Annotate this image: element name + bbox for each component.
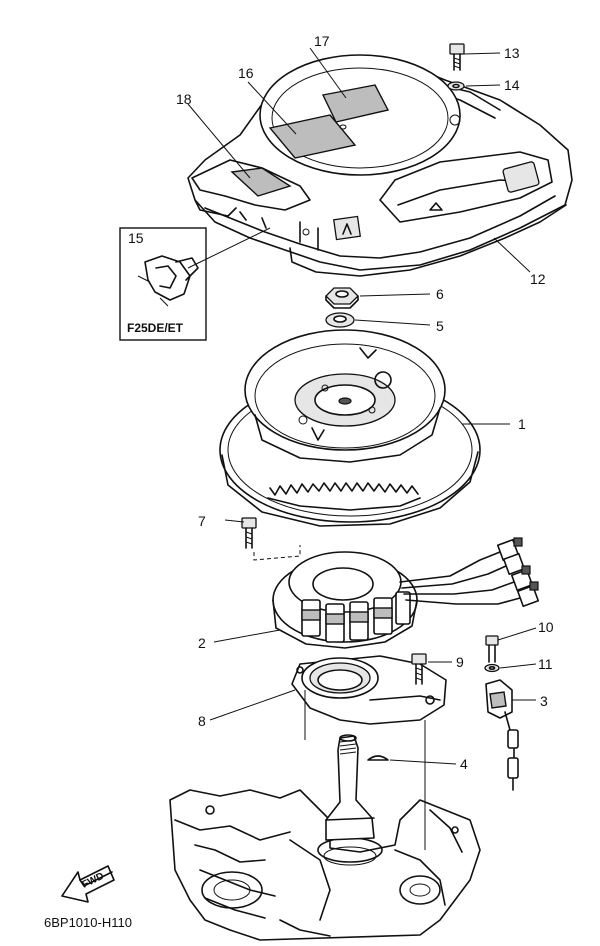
base-bolt <box>411 653 427 685</box>
powerhead <box>169 789 481 941</box>
pulser-coil <box>485 679 519 791</box>
callout-15: 15 <box>128 230 144 246</box>
callout-numbers: 1 2 3 4 5 6 7 8 9 10 11 12 13 14 15 16 1… <box>128 33 554 772</box>
callout-8: 8 <box>198 713 206 729</box>
callout-6: 6 <box>436 286 444 302</box>
stator-coil <box>272 537 540 649</box>
callout-1: 1 <box>518 416 526 432</box>
callout-13: 13 <box>504 45 520 61</box>
cover-bolt <box>449 43 465 71</box>
callout-18: 18 <box>176 91 192 107</box>
callout-10: 10 <box>538 619 554 635</box>
callout-12: 12 <box>530 271 546 287</box>
woodruff-key <box>367 755 389 761</box>
callout-3: 3 <box>540 693 548 709</box>
stator-base <box>291 655 447 725</box>
flywheel <box>219 329 481 527</box>
fwd-arrow: FWD <box>61 865 115 903</box>
callout-5: 5 <box>436 318 444 334</box>
stator-bolt <box>241 517 257 549</box>
pulser-bolt <box>485 635 499 663</box>
callout-16: 16 <box>238 65 254 81</box>
callout-17: 17 <box>314 33 330 49</box>
callout-4: 4 <box>460 756 468 772</box>
callout-14: 14 <box>504 77 520 93</box>
callout-9: 9 <box>456 654 464 670</box>
diagram-code: 6BP1010-H110 <box>44 915 132 930</box>
callout-2: 2 <box>198 635 206 651</box>
flywheel-nut <box>325 287 359 309</box>
inset-label: F25DE/ET <box>127 321 184 335</box>
inset-box <box>119 227 207 341</box>
flywheel-cover <box>187 54 573 277</box>
crankshaft <box>325 734 375 841</box>
callout-7: 7 <box>198 513 206 529</box>
pulser-washer <box>484 663 500 673</box>
flywheel-washer <box>325 312 355 328</box>
cover-washer <box>447 81 465 91</box>
leader-lines <box>187 47 537 765</box>
callout-11: 11 <box>538 656 553 672</box>
